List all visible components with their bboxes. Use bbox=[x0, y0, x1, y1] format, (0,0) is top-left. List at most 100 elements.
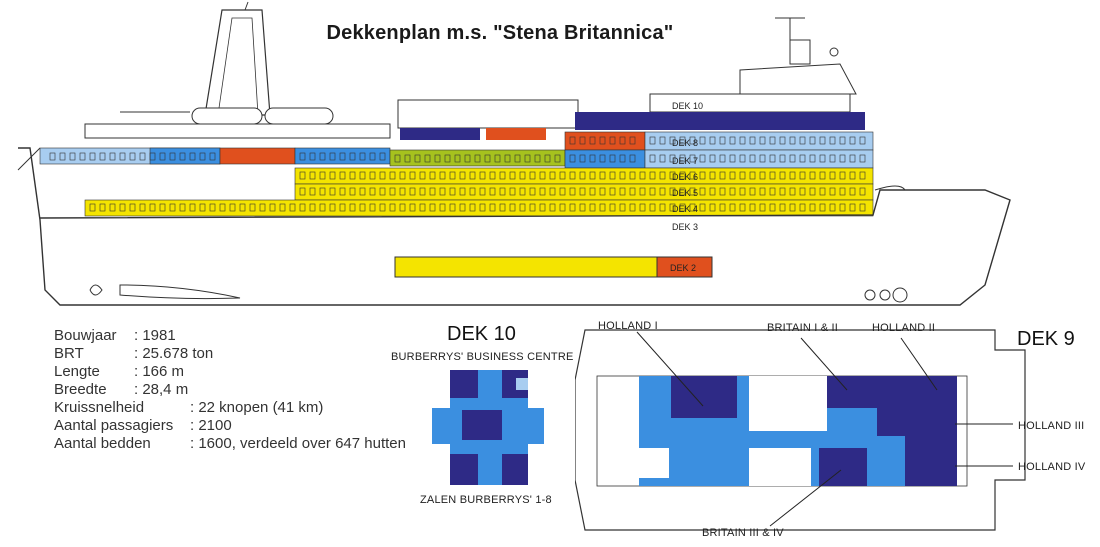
window bbox=[679, 203, 686, 212]
window bbox=[439, 187, 446, 196]
window bbox=[179, 203, 186, 212]
dek9-plan bbox=[575, 329, 1026, 531]
window bbox=[169, 203, 176, 212]
window bbox=[419, 171, 426, 180]
window bbox=[549, 187, 556, 196]
window bbox=[569, 154, 576, 163]
window bbox=[689, 136, 696, 145]
window bbox=[579, 154, 586, 163]
deck-6-label: DEK 6 bbox=[672, 172, 698, 182]
window bbox=[259, 203, 266, 212]
window bbox=[389, 171, 396, 180]
window bbox=[319, 152, 326, 161]
window bbox=[514, 154, 521, 163]
window bbox=[539, 203, 546, 212]
window bbox=[769, 187, 776, 196]
window bbox=[739, 187, 746, 196]
window bbox=[689, 187, 696, 196]
window bbox=[849, 171, 856, 180]
window bbox=[589, 136, 596, 145]
window bbox=[829, 154, 836, 163]
window bbox=[459, 187, 466, 196]
spec-label: Bouwjaar bbox=[54, 327, 117, 344]
spec-label: BRT bbox=[54, 345, 84, 362]
window bbox=[329, 203, 336, 212]
window bbox=[169, 152, 176, 161]
business-centre-label: BURBERRYS' BUSINESS CENTRE bbox=[391, 351, 574, 363]
window bbox=[859, 203, 866, 212]
window bbox=[554, 154, 561, 163]
holland-2-label: HOLLAND II bbox=[872, 322, 936, 334]
window bbox=[329, 187, 336, 196]
window bbox=[839, 203, 846, 212]
window bbox=[859, 154, 866, 163]
window bbox=[739, 136, 746, 145]
window bbox=[569, 187, 576, 196]
window bbox=[129, 203, 136, 212]
window bbox=[439, 171, 446, 180]
spec-row: Lengte : 166 m bbox=[54, 363, 184, 380]
window bbox=[349, 187, 356, 196]
window bbox=[639, 171, 646, 180]
window bbox=[569, 136, 576, 145]
window bbox=[339, 152, 346, 161]
holland-4-label: HOLLAND IV bbox=[1018, 461, 1086, 473]
britain-1-2-label: BRITAIN I & II bbox=[767, 322, 839, 334]
window bbox=[829, 171, 836, 180]
window bbox=[699, 171, 706, 180]
window bbox=[589, 203, 596, 212]
window bbox=[109, 152, 116, 161]
britain-3-4-label: BRITAIN III & IV bbox=[702, 527, 784, 539]
window bbox=[249, 203, 256, 212]
window bbox=[494, 154, 501, 163]
window bbox=[199, 203, 206, 212]
window bbox=[839, 187, 846, 196]
window bbox=[219, 203, 226, 212]
window bbox=[399, 203, 406, 212]
window bbox=[469, 187, 476, 196]
window bbox=[669, 171, 676, 180]
window bbox=[149, 152, 156, 161]
window bbox=[849, 154, 856, 163]
hull bbox=[18, 147, 1011, 306]
window bbox=[419, 203, 426, 212]
window bbox=[509, 187, 516, 196]
window bbox=[559, 203, 566, 212]
window bbox=[299, 171, 306, 180]
window bbox=[189, 152, 196, 161]
spec-label: Lengte bbox=[54, 363, 100, 380]
window bbox=[719, 171, 726, 180]
window bbox=[434, 154, 441, 163]
window bbox=[589, 171, 596, 180]
window bbox=[739, 154, 746, 163]
window bbox=[139, 152, 146, 161]
window bbox=[429, 187, 436, 196]
window bbox=[619, 187, 626, 196]
window bbox=[759, 187, 766, 196]
window bbox=[669, 136, 676, 145]
window bbox=[819, 187, 826, 196]
spec-row: Kruissnelheid : 22 knopen (41 km) bbox=[54, 399, 323, 416]
window bbox=[469, 203, 476, 212]
window bbox=[119, 152, 126, 161]
window bbox=[569, 203, 576, 212]
window bbox=[524, 154, 531, 163]
window bbox=[719, 136, 726, 145]
window bbox=[484, 154, 491, 163]
window bbox=[279, 203, 286, 212]
window bbox=[609, 187, 616, 196]
ship-profile: DEK 10 DEK 8 DEK 7 DEK 6 DEK 5 DEK 4 DEK… bbox=[17, 1, 1011, 306]
window bbox=[599, 203, 606, 212]
window bbox=[529, 187, 536, 196]
window bbox=[469, 171, 476, 180]
window bbox=[799, 136, 806, 145]
window bbox=[509, 203, 516, 212]
window bbox=[479, 171, 486, 180]
window bbox=[729, 154, 736, 163]
window bbox=[729, 187, 736, 196]
window bbox=[199, 152, 206, 161]
window bbox=[839, 171, 846, 180]
window bbox=[369, 171, 376, 180]
deck-5-label: DEK 5 bbox=[672, 188, 698, 198]
window bbox=[809, 187, 816, 196]
